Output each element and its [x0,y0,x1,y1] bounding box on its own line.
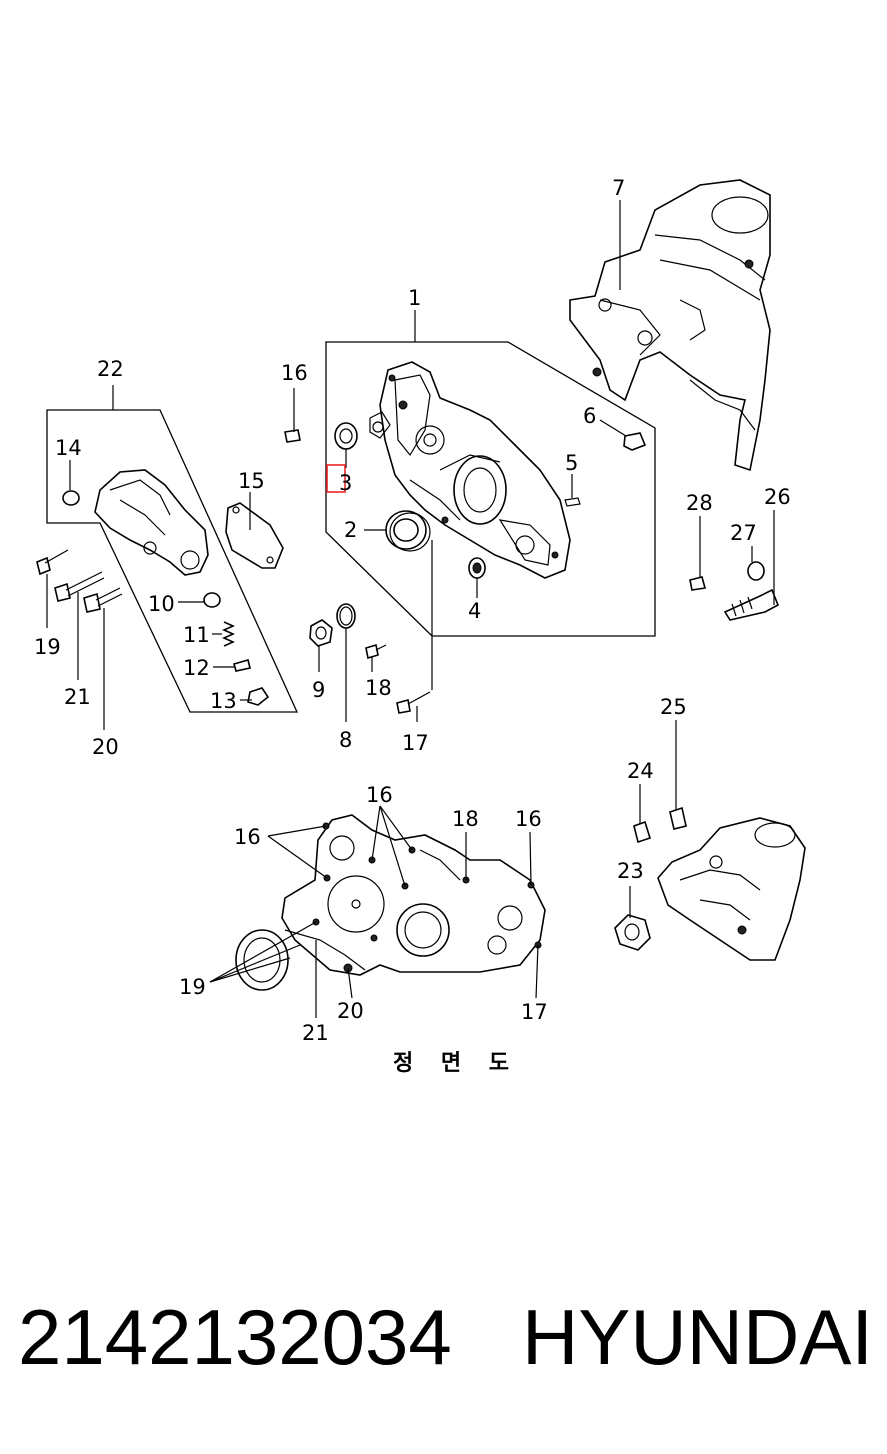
lower-right-group [614,720,806,961]
front-callout-19: 19 [179,975,206,999]
callout-14: 14 [55,436,82,460]
seal-part-4 [468,557,486,598]
callout-19: 19 [34,635,61,659]
callout-18: 18 [365,676,392,700]
callout-16: 16 [281,361,308,385]
callout-7: 7 [612,176,625,200]
engine-block-part-7 [569,179,771,472]
callout-28: 28 [686,491,713,515]
callout-8: 8 [339,728,352,752]
callout-13: 13 [210,689,237,713]
front-callout-21: 21 [302,1021,329,1045]
brand-name: HYUNDAI [522,1293,874,1381]
callout-22: 22 [97,357,124,381]
callout-3: 3 [339,471,352,495]
callout-11: 11 [183,623,210,647]
callout-6: 6 [583,404,596,428]
callout-25: 25 [660,695,687,719]
parts-diagram: 1 2 3 4 5 6 7 8 9 10 11 12 13 14 15 16 1… [34,176,806,1076]
part-number: 2142132034 [18,1293,452,1381]
callout-2: 2 [344,518,357,542]
callout-12: 12 [183,656,210,680]
callout-26: 26 [764,485,791,509]
callout-1: 1 [408,286,421,310]
callout-labels: 1 2 3 4 5 6 7 8 9 10 11 12 13 14 15 16 1… [34,176,791,1076]
front-callout-16-right: 16 [515,807,542,831]
highlight-box [326,464,346,493]
oil-pump-assembly [46,385,299,713]
right-fasteners [689,510,780,621]
nut-part-6 [599,419,647,451]
oil-seal-part-2 [364,510,431,552]
bolt-part-5 [564,474,581,507]
callout-15: 15 [238,469,265,493]
callout-27: 27 [730,521,757,545]
callout-4: 4 [468,599,481,623]
callout-5: 5 [565,451,578,475]
front-callout-16-top: 16 [366,783,393,807]
fasteners-center [284,388,433,722]
callout-10: 10 [148,592,175,616]
oil-seal-part-3 [326,422,358,493]
callout-23: 23 [617,859,644,883]
callout-24: 24 [627,759,654,783]
pump-bolts [36,549,123,730]
front-view-diagram [209,805,546,1018]
callout-9: 9 [312,678,325,702]
front-callout-20: 20 [337,999,364,1023]
front-view-caption: 정 면 도 [393,1051,519,1076]
callout-17: 17 [402,731,429,755]
timing-cover-assembly [325,310,656,637]
callout-20: 20 [92,735,119,759]
front-callout-17: 17 [521,1000,548,1024]
callout-21: 21 [64,685,91,709]
front-callout-18: 18 [452,807,479,831]
front-callout-16-left: 16 [234,825,261,849]
